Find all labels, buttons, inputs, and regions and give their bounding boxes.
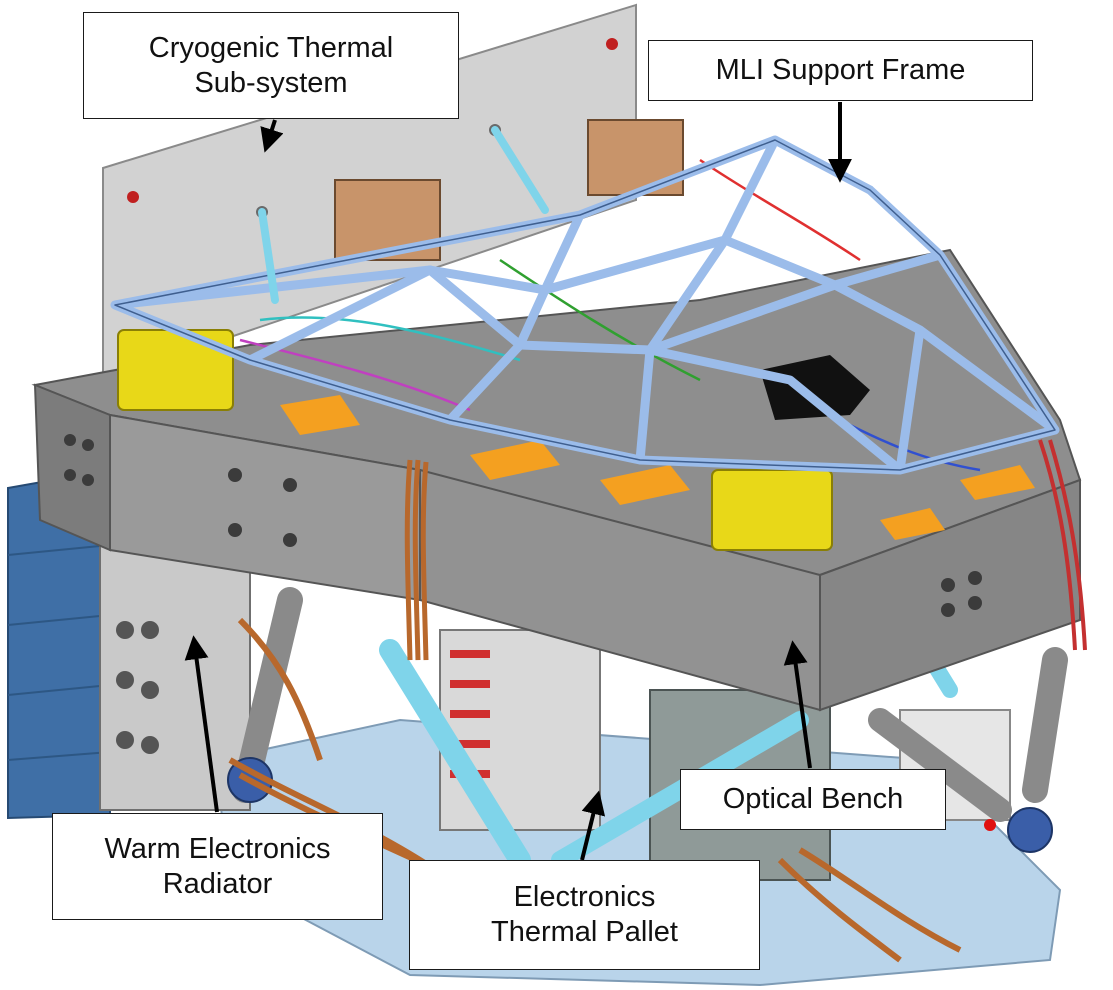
callout-pallet-line2: Thermal Pallet (491, 916, 678, 948)
cryo-box-right (587, 119, 684, 196)
arrow-cryogenic (260, 119, 284, 153)
arrow-pallet (580, 790, 606, 861)
cryo-box-left (334, 179, 441, 261)
arrow-warm (184, 635, 219, 813)
callout-cryogenic-line1: Cryogenic Thermal (148, 31, 394, 64)
arrow-optical (783, 640, 812, 769)
callout-warm-line2: Radiator (162, 867, 273, 900)
callout-pallet-line1: Electronics (513, 881, 656, 913)
callout-mli-support-frame: MLI Support Frame (648, 40, 1033, 101)
callout-arrows (184, 102, 852, 861)
callout-optical-bench: Optical Bench (680, 769, 946, 830)
callout-warm-line1: Warm Electronics (104, 832, 331, 865)
callout-cryogenic-thermal-subsystem: Cryogenic Thermal Sub-system (83, 12, 459, 119)
yellow-connector-right (711, 469, 833, 551)
callout-warm-electronics-radiator: Warm Electronics Radiator (52, 813, 383, 920)
callout-cryogenic-line2: Sub-system (194, 66, 348, 99)
callout-mli-line1: MLI Support Frame (715, 54, 966, 86)
bench-harness-bundle (404, 459, 429, 661)
callout-electronics-thermal-pallet: Electronics Thermal Pallet (409, 860, 760, 970)
callout-optical-line1: Optical Bench (722, 783, 904, 815)
strut-mount-right (1007, 807, 1053, 853)
black-mechanism (760, 355, 870, 420)
electronics-rack-center (439, 629, 601, 831)
optical-bench-front-right (819, 478, 1081, 712)
thermal-pads (280, 395, 1035, 540)
